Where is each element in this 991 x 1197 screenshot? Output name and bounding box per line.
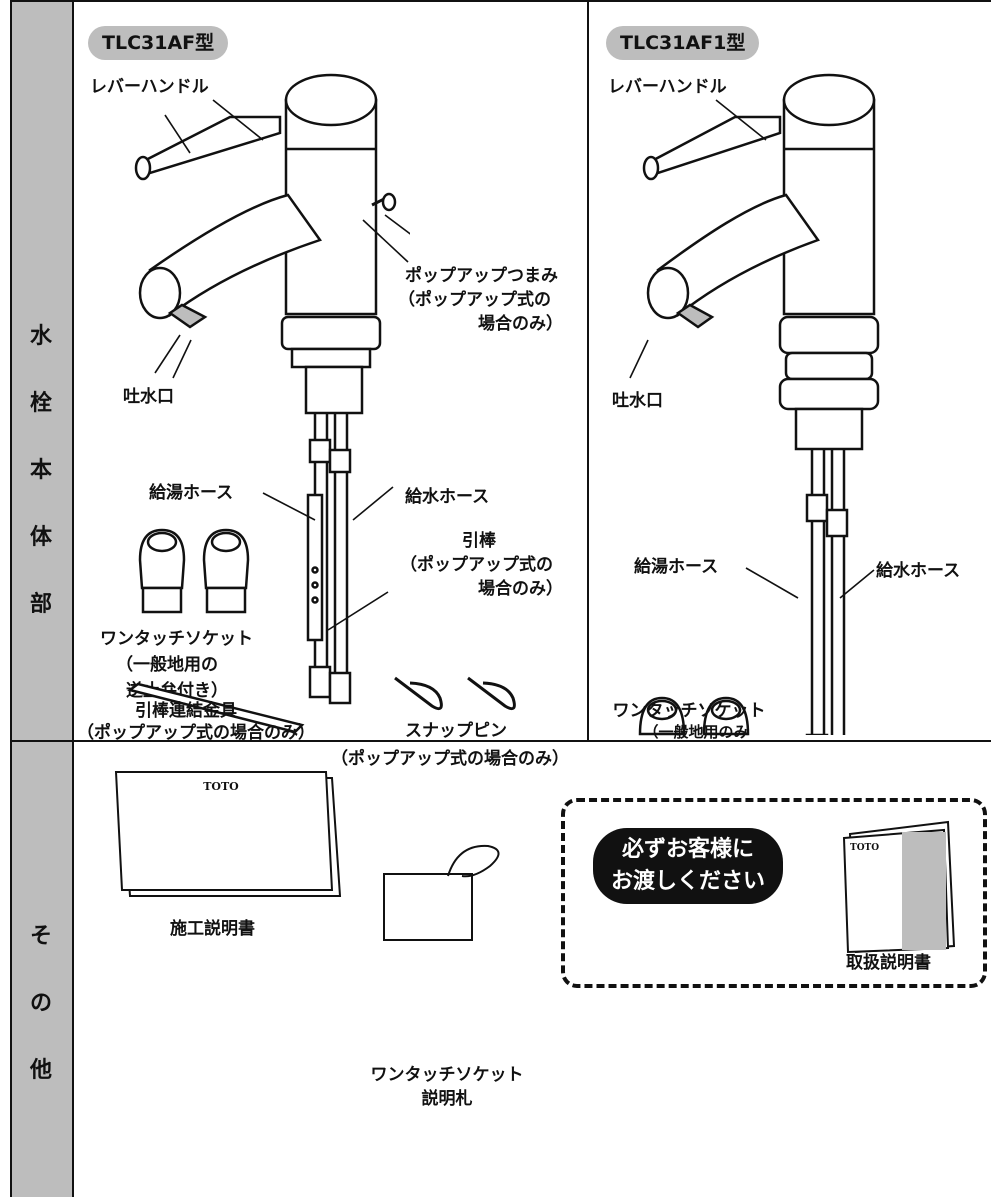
label-connector-note: （ポップアップ式の場合のみ） bbox=[66, 722, 326, 744]
label-connector: 引棒連結金具 bbox=[66, 700, 306, 722]
label-snap-pin: スナップピン bbox=[405, 721, 507, 741]
label-socket-tag: ワンタッチソケット bbox=[370, 1065, 524, 1085]
side-cell-other bbox=[10, 742, 72, 1197]
one-touch-socket-pair bbox=[638, 696, 750, 736]
notice-pill: 必ずお客様に お渡しください bbox=[593, 828, 783, 904]
model-tag-tlc31af: TLC31AF型 bbox=[88, 26, 229, 60]
one-touch-socket-pair bbox=[138, 528, 250, 614]
parts-sheet: 水 栓 本 体 部 そ の 他 TLC31AF型 bbox=[10, 0, 991, 1197]
notice-line: お渡しください bbox=[610, 869, 765, 894]
side-label-char: 栓 bbox=[29, 391, 52, 416]
label-spout: 吐水口 bbox=[123, 387, 174, 407]
side-label-char: 他 bbox=[29, 1058, 52, 1083]
frame-panel-divider bbox=[587, 0, 589, 741]
frame-top-border bbox=[10, 0, 991, 2]
label-popup-knob-note: 場合のみ） bbox=[478, 314, 563, 334]
label-connector-note-text: （ポップアップ式の場合のみ） bbox=[77, 723, 315, 743]
label-socket: ワンタッチソケット bbox=[100, 629, 253, 649]
label-popup-knob: ポップアップつまみ bbox=[405, 266, 558, 286]
label-cold-hose: 給水ホース bbox=[405, 487, 490, 507]
notice-line: 必ずお客様に bbox=[621, 837, 754, 862]
label-right-socket-note: （一般地用のみ bbox=[596, 724, 796, 740]
label-cold-hose: 給水ホース bbox=[876, 561, 961, 581]
label-lever-handle: レバーハンドル bbox=[608, 77, 727, 97]
model-tag-tlc31af1: TLC31AF1型 bbox=[606, 26, 760, 60]
faucet-illustration-tlc31af1 bbox=[642, 73, 880, 735]
label-right-socket: ワンタッチソケット bbox=[584, 700, 794, 722]
side-label-char: 部 bbox=[29, 592, 52, 617]
label-pull-rod: 引棒 bbox=[462, 531, 496, 551]
frame-column-divider bbox=[72, 0, 74, 1197]
label-socket-note: （一般地用の bbox=[116, 655, 218, 675]
label-snap-pin-note: （ポップアップ式の場合のみ） bbox=[331, 749, 569, 769]
frame-section-divider bbox=[10, 740, 991, 742]
label-right-socket-note-text: （一般地用のみ bbox=[643, 723, 749, 741]
side-label-char: 水 bbox=[29, 324, 52, 349]
install-manual-illustration: TOTO bbox=[114, 771, 342, 897]
snap-pin-pair bbox=[394, 676, 516, 711]
frame-left-border bbox=[10, 0, 12, 1197]
label-user-manual: 取扱説明書 bbox=[846, 953, 931, 973]
pull-rod-connector bbox=[127, 682, 305, 734]
side-label-char: の bbox=[29, 991, 52, 1016]
user-manual-brand: TOTO bbox=[850, 843, 879, 853]
label-hot-hose: 給湯ホース bbox=[149, 483, 234, 503]
label-connector-text: 引棒連結金具 bbox=[135, 701, 237, 721]
label-spout: 吐水口 bbox=[612, 391, 663, 411]
label-socket-tag: 説明札 bbox=[421, 1089, 473, 1109]
label-pull-rod-note: 場合のみ） bbox=[478, 579, 563, 599]
side-label-char: そ bbox=[29, 924, 52, 949]
label-popup-knob-note: （ポップアップ式の bbox=[398, 290, 551, 310]
label-right-socket-text: ワンタッチソケット bbox=[612, 701, 766, 721]
user-manual-illustration: TOTO bbox=[842, 820, 956, 954]
faucet-illustration-tlc31af bbox=[134, 73, 410, 705]
side-label-char: 体 bbox=[29, 525, 52, 550]
side-label-char: 本 bbox=[29, 458, 52, 483]
leader-lines-right bbox=[629, 99, 875, 599]
label-install-manual: 施工説明書 bbox=[170, 919, 255, 939]
install-manual-brand: TOTO bbox=[203, 780, 239, 793]
label-hot-hose: 給湯ホース bbox=[634, 557, 719, 577]
notice-dashed-box bbox=[561, 798, 987, 988]
side-cell-body bbox=[10, 0, 72, 742]
label-pull-rod-note: （ポップアップ式の bbox=[400, 555, 553, 575]
leader-lines-left bbox=[172, 99, 409, 631]
socket-tag-illustration bbox=[383, 844, 500, 941]
label-lever-handle: レバーハンドル bbox=[90, 77, 209, 97]
